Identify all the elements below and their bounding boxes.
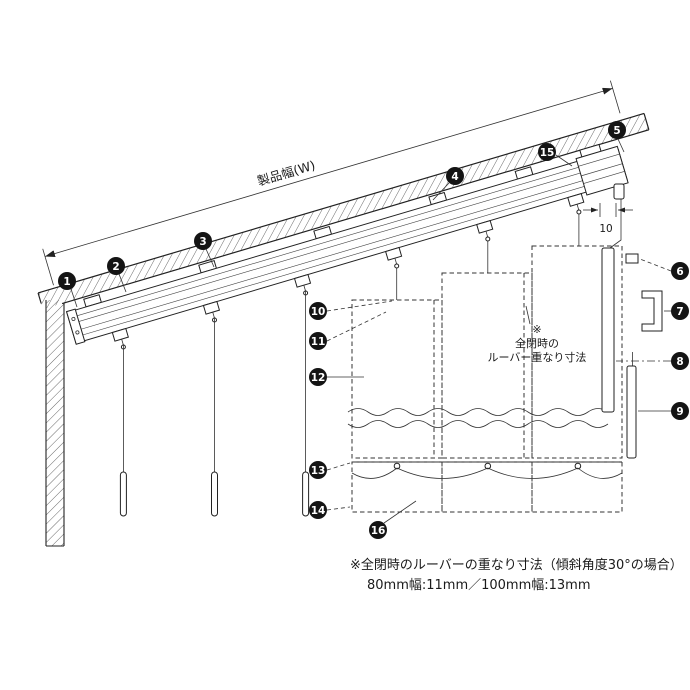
callout-11-leader — [326, 311, 387, 342]
svg-text:6: 6 — [676, 266, 683, 278]
tension-rod — [626, 365, 637, 459]
svg-text:1: 1 — [63, 276, 70, 288]
callout-8: 8 — [671, 352, 689, 370]
wall-bracket — [641, 290, 663, 332]
svg-text:15: 15 — [540, 147, 555, 159]
louver-hook-icon — [485, 236, 491, 242]
overlap-note-line3: ルーバー重なり寸法 — [488, 350, 587, 364]
head-rail — [65, 143, 629, 345]
louver-panel-1 — [351, 299, 443, 459]
callout-4: 4 — [446, 167, 464, 185]
callout-6: 6 — [671, 262, 689, 280]
louver-hook-icon — [576, 209, 582, 215]
footnote: ※全閉時のルーバーの重なり寸法（傾斜角度30°の場合） 80mm幅:11mm／1… — [350, 557, 683, 593]
svg-text:7: 7 — [676, 306, 683, 318]
rail-brackets — [83, 166, 534, 308]
overlap-note-line1: ※ — [532, 323, 541, 336]
callout-5-leader — [617, 138, 625, 153]
overlap-note-line2: 全閉時の — [515, 336, 559, 350]
rail-drive-unit — [575, 143, 629, 196]
callout-15-leader — [555, 154, 573, 167]
callout-13-leader — [326, 462, 351, 471]
louver-overlap-lines — [433, 273, 525, 458]
overlap-note: ※ 全閉時の ルーバー重なり寸法 — [488, 305, 587, 364]
callout-16: 16 — [369, 521, 387, 539]
callout-2-leader — [118, 273, 127, 293]
callout-4-leader — [432, 182, 450, 201]
svg-text:3: 3 — [199, 236, 206, 248]
footnote-line2: 80mm幅:11mm／100mm幅:13mm — [367, 578, 591, 593]
callout-12: 12 — [309, 368, 327, 386]
louver-carriers — [111, 192, 585, 345]
callout-leaders — [70, 138, 672, 524]
right-assembly: 10 — [583, 183, 663, 459]
callout-1-leader — [70, 288, 78, 308]
svg-text:11: 11 — [311, 336, 326, 348]
callout-10: 10 — [309, 302, 327, 320]
slope-assembly: 製品幅(W) — [37, 80, 650, 345]
callout-1: 1 — [58, 272, 76, 290]
callout-6-leader — [639, 258, 672, 272]
bottom-assembly — [351, 461, 623, 513]
louver-panel-3 — [531, 245, 623, 459]
louver-panels — [347, 209, 623, 459]
callout-3: 3 — [194, 232, 212, 250]
control-wand — [601, 247, 615, 413]
svg-text:4: 4 — [451, 171, 458, 183]
cord-weight — [119, 471, 127, 517]
callout-5: 5 — [608, 121, 626, 139]
cord-joint — [625, 253, 639, 264]
svg-text:14: 14 — [311, 505, 326, 517]
rail-end-link — [613, 183, 625, 200]
callout-9: 9 — [671, 402, 689, 420]
svg-text:2: 2 — [112, 261, 119, 273]
wall-hatch — [45, 300, 65, 547]
svg-text:8: 8 — [676, 356, 683, 368]
callout-16-leader — [383, 500, 417, 524]
callout-3-leader — [205, 248, 215, 268]
callout-10-leader — [326, 300, 393, 312]
gap-dimension: 10 — [583, 203, 633, 235]
callout-15: 15 — [538, 143, 556, 161]
callout-7: 7 — [671, 302, 689, 320]
callout-14-leader — [326, 506, 351, 511]
bottom-cord — [351, 467, 623, 479]
dimension-label: 製品幅(W) — [256, 157, 317, 188]
svg-text:13: 13 — [311, 465, 326, 477]
callout-11: 11 — [309, 332, 327, 350]
rail-end-cap-left — [65, 308, 86, 345]
callout-14: 14 — [309, 501, 327, 519]
footnote-line1: ※全閉時のルーバーの重なり寸法（傾斜角度30°の場合） — [350, 557, 683, 573]
louver-panel-2 — [441, 272, 533, 459]
svg-text:9: 9 — [676, 406, 683, 418]
break-line — [347, 408, 609, 416]
ceiling-hatch — [37, 112, 650, 310]
louver-hook-icon — [394, 263, 400, 269]
break-line — [347, 420, 609, 428]
cord-weight — [302, 471, 310, 517]
svg-text:10: 10 — [311, 306, 326, 318]
gap-value: 10 — [599, 223, 612, 235]
svg-text:16: 16 — [371, 525, 386, 537]
svg-text:12: 12 — [311, 372, 326, 384]
svg-text:5: 5 — [613, 125, 620, 137]
callout-2: 2 — [107, 257, 125, 275]
callout-13: 13 — [309, 461, 327, 479]
cords-and-weights — [119, 290, 310, 517]
cord-weight — [211, 471, 218, 517]
